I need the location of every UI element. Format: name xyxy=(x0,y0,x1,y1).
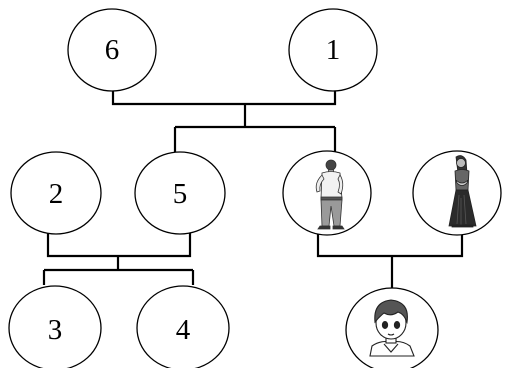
node-1-label: 1 xyxy=(326,34,341,66)
node-3-label: 3 xyxy=(48,314,63,346)
node-3 xyxy=(8,285,102,368)
node-5-label: 5 xyxy=(173,178,188,210)
node-2-label: 2 xyxy=(49,178,64,210)
node-5 xyxy=(134,151,226,235)
connector-2-5-to-3-4 xyxy=(42,232,195,285)
node-labels: 6 1 2 5 3 4 xyxy=(48,34,341,346)
node-6 xyxy=(67,8,157,92)
connector-man-woman-to-boy xyxy=(316,232,464,290)
standing-man-icon xyxy=(315,159,345,230)
boy-face-icon xyxy=(369,299,415,357)
standing-woman-icon xyxy=(448,155,477,228)
node-4 xyxy=(136,285,230,368)
nodes xyxy=(8,8,502,368)
node-2 xyxy=(10,151,102,235)
connectors xyxy=(42,87,464,290)
node-1 xyxy=(288,8,378,92)
node-6-label: 6 xyxy=(105,34,120,66)
connector-6-1-to-5-man xyxy=(111,87,337,152)
node-4-label: 4 xyxy=(176,314,191,346)
